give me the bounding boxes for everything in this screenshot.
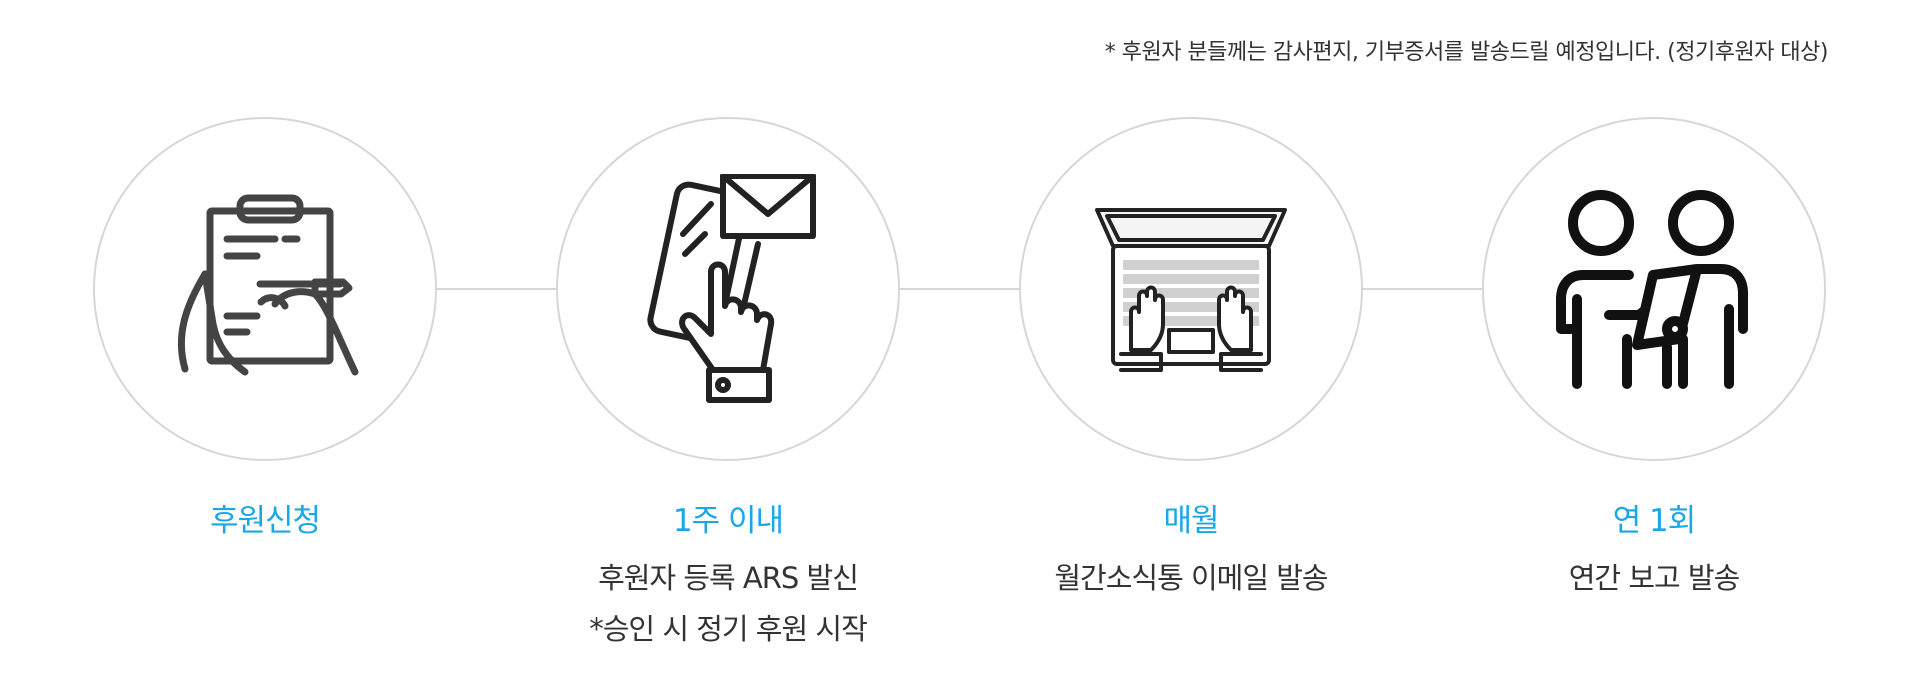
step-connector-line <box>437 288 557 290</box>
step-connector-line <box>1363 288 1485 290</box>
step-circle <box>93 117 437 461</box>
step-annual-report: 연 1회 연간 보고 발송 <box>1482 117 1826 604</box>
step-ars-call: 1주 이내 후원자 등록 ARS 발신 *승인 시 정기 후원 시작 <box>556 117 900 655</box>
step-title: 1주 이내 <box>673 501 783 541</box>
step-description: 후원자 등록 ARS 발신 *승인 시 정기 후원 시작 <box>589 553 867 655</box>
step-title: 연 1회 <box>1613 501 1696 541</box>
step-description-line: 후원자 등록 ARS 발신 <box>589 553 867 604</box>
step-title: 매월 <box>1163 501 1218 541</box>
step-connector-line <box>900 288 1022 290</box>
step-description-line: 월간소식통 이메일 발송 <box>1054 553 1327 604</box>
step-title: 후원신청 <box>210 501 320 541</box>
laptop-typing-icon <box>1091 204 1291 374</box>
step-circle <box>1482 117 1826 461</box>
step-description: 연간 보고 발송 <box>1569 553 1740 604</box>
step-description-line: *승인 시 정기 후원 시작 <box>589 604 867 655</box>
step-circle <box>1019 117 1363 461</box>
step-monthly-newsletter: 매월 월간소식통 이메일 발송 <box>1019 117 1363 604</box>
phone-envelope-tap-icon <box>633 174 823 404</box>
two-people-report-icon <box>1549 189 1759 389</box>
step-apply: 후원신청 <box>93 117 437 541</box>
step-description: 월간소식통 이메일 발송 <box>1054 553 1327 604</box>
step-description-line: 연간 보고 발송 <box>1569 553 1740 604</box>
step-circle <box>556 117 900 461</box>
clipboard-writing-icon <box>165 194 365 384</box>
notice-text: * 후원자 분들께는 감사편지, 기부증서를 발송드릴 예정입니다. (정기후원… <box>1105 34 1828 66</box>
